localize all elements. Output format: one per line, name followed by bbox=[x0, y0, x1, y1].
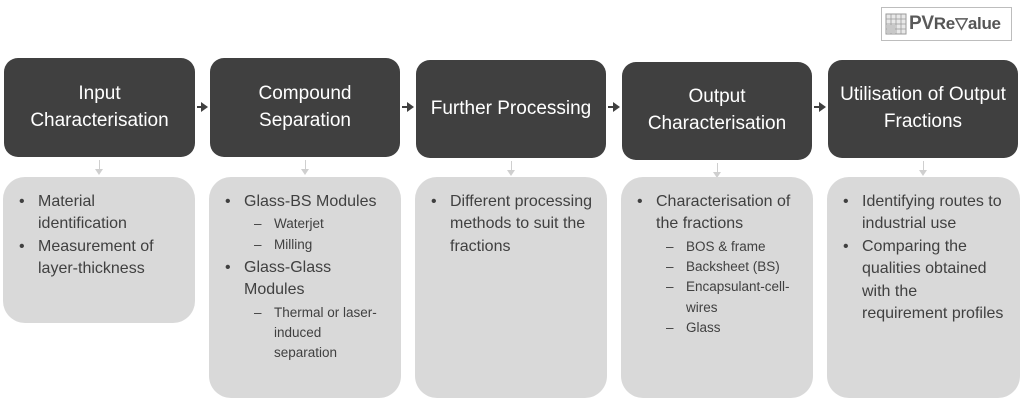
detail-item-text: Glass-BS Modules bbox=[244, 193, 377, 210]
detail-item-text: Measurement of layer-thickness bbox=[38, 237, 154, 278]
flow-arrow bbox=[814, 102, 826, 112]
flow-arrow bbox=[608, 102, 620, 112]
step-details-box: Material identificationMeasurement of la… bbox=[3, 177, 195, 323]
detail-item: Material identification bbox=[19, 191, 181, 236]
detail-item-text: Material identification bbox=[38, 193, 127, 233]
step-header: Further Processing bbox=[416, 60, 606, 158]
detail-item-text: Comparing the qualities obtained with th… bbox=[862, 237, 1004, 322]
recycle-v-icon bbox=[954, 18, 969, 31]
detail-item: Measurement of layer-thickness bbox=[19, 236, 181, 281]
detail-item-text: Different processing methods to suit the… bbox=[450, 193, 592, 255]
step-details-box: Different processing methods to suit the… bbox=[415, 177, 607, 398]
sub-detail-item: Backsheet (BS) bbox=[656, 257, 799, 278]
detail-item-text: Identifying routes to industrial use bbox=[862, 193, 1002, 233]
step-details-box: Identifying routes to industrial useComp… bbox=[827, 177, 1020, 398]
detail-item: Characterisation of the fractionsBOS & f… bbox=[637, 191, 799, 338]
sub-detail-item: BOS & frame bbox=[656, 237, 799, 258]
sub-detail-item: Encapsulant-cell-wires bbox=[656, 277, 799, 318]
solar-panel-icon bbox=[885, 13, 907, 35]
step-details-box: Glass-BS ModulesWaterjetMillingGlass-Gla… bbox=[209, 177, 401, 398]
sub-detail-item: Thermal or laser-induced separation bbox=[244, 303, 387, 364]
down-arrow bbox=[300, 160, 309, 175]
step-header: Output Characterisation bbox=[622, 62, 812, 160]
detail-item: Glass-BS ModulesWaterjetMilling bbox=[225, 191, 387, 255]
detail-item: Glass-Glass ModulesThermal or laser-indu… bbox=[225, 257, 387, 364]
down-arrow bbox=[712, 163, 721, 178]
sub-detail-item: Waterjet bbox=[244, 214, 387, 235]
detail-item-text: Glass-Glass Modules bbox=[244, 258, 332, 299]
down-arrow bbox=[918, 161, 927, 176]
step-header: Compound Separation bbox=[210, 58, 400, 157]
detail-item: Identifying routes to industrial use bbox=[843, 191, 1006, 236]
down-arrow bbox=[506, 161, 515, 176]
sub-detail-item: Glass bbox=[656, 318, 799, 339]
flow-arrow bbox=[197, 102, 208, 112]
flow-arrow bbox=[402, 102, 414, 112]
sub-detail-item: Milling bbox=[244, 235, 387, 256]
step-header: Utilisation of Output Fractions bbox=[828, 60, 1018, 158]
detail-item-text: Characterisation of the fractions bbox=[656, 193, 791, 233]
detail-item: Comparing the qualities obtained with th… bbox=[843, 236, 1006, 326]
step-details-box: Characterisation of the fractionsBOS & f… bbox=[621, 177, 813, 398]
step-header: Input Characterisation bbox=[4, 58, 195, 157]
detail-item: Different processing methods to suit the… bbox=[431, 191, 593, 258]
down-arrow bbox=[95, 160, 103, 175]
